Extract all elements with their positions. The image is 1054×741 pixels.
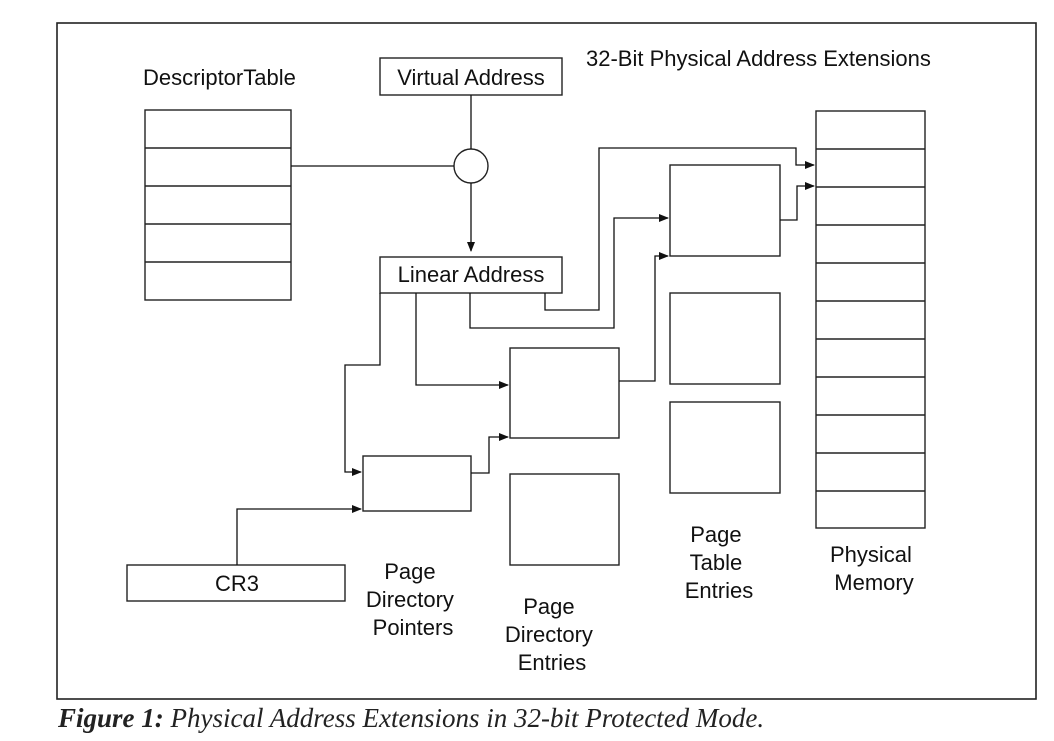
linear-address-label: Linear Address	[398, 262, 545, 287]
physical-memory	[815, 110, 926, 529]
physical-memory-label: Physical Memory	[830, 542, 918, 595]
page-table-entry-box-active	[669, 164, 781, 257]
address-adder	[453, 148, 489, 184]
page-directory-pointers-label: Page Directory Pointers	[366, 559, 460, 640]
linear-to-pte-arrow	[469, 214, 669, 329]
pte-to-memory-arrow	[780, 182, 815, 221]
page-directory-pointer-box	[362, 455, 472, 512]
linear-to-memory-arrow	[544, 147, 815, 311]
linear-to-pdpt-arrow	[344, 293, 381, 476]
page-directory-entry-box-active	[509, 347, 620, 439]
linear-address-box	[379, 256, 563, 294]
pde-to-pte-arrow	[619, 252, 669, 382]
figure-caption-label: Figure 1:	[58, 703, 164, 733]
page-table-entry-box	[669, 401, 781, 494]
cr3-box	[126, 564, 346, 602]
page-table-entry-box	[669, 292, 781, 385]
linear-to-pde-arrow	[415, 293, 509, 389]
figure-caption-text: Physical Address Extensions in 32-bit Pr…	[163, 703, 765, 733]
cr3-to-pdpt-arrow	[236, 505, 362, 565]
cr3-label: CR3	[215, 571, 259, 596]
diagram-title: 32-Bit Physical Address Extensions	[586, 46, 931, 71]
descriptor-table-label: DescriptorTable	[143, 65, 296, 90]
figure-caption: Figure 1: Physical Address Extensions in…	[58, 703, 764, 734]
pdpt-to-pde-arrow	[471, 433, 509, 474]
virtual-address-label: Virtual Address	[397, 65, 545, 90]
page-directory-entry-box	[509, 473, 620, 566]
descriptor-table	[144, 109, 292, 301]
page-table-entries-label: Page Table Entries	[685, 522, 753, 603]
diagram-frame	[56, 22, 1037, 700]
page-directory-entries-label: Page Directory Entries	[505, 594, 599, 675]
